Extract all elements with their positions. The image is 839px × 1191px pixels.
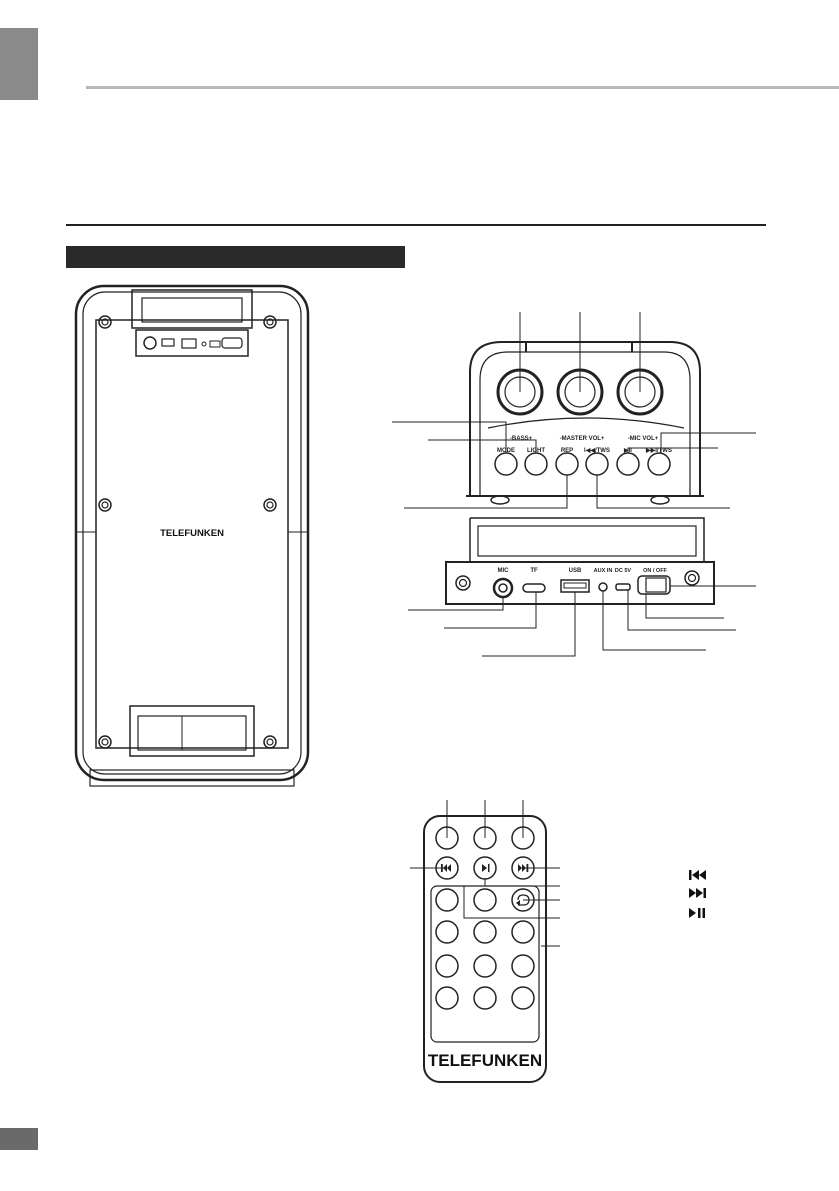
section-divider	[66, 224, 766, 226]
top-control-panel	[466, 341, 704, 505]
rear-panel-callouts	[408, 585, 756, 657]
section-heading-bar	[66, 246, 405, 268]
master-vol-label: -MASTER VOL+	[560, 436, 605, 442]
remote-callouts	[410, 800, 560, 947]
next-track-icon	[689, 888, 706, 898]
aux-in-label: AUX IN	[594, 568, 613, 574]
remote-control	[423, 815, 547, 1083]
power-switch-label: ON / OFF	[643, 568, 667, 574]
speaker-front-view	[74, 284, 310, 787]
tf-slot-label: TF	[530, 568, 538, 574]
dc-input-label: DC 5V	[615, 568, 632, 574]
speaker-brand-logo: TELEFUNKEN	[160, 528, 224, 539]
next-tws-label: ▶▶I/TWS	[645, 447, 672, 454]
rear-connector-panel	[445, 517, 715, 605]
remote-brand-logo: TELEFUNKEN	[428, 1051, 542, 1070]
prev-tws-label: I◀◀/TWS	[584, 447, 610, 454]
rep-label: REP	[561, 448, 573, 454]
mic-vol-label: -MIC VOL+	[628, 436, 659, 442]
mic-port-label: MIC	[498, 568, 510, 574]
header-rule	[86, 86, 839, 89]
bass-label: -BASS+	[510, 436, 533, 442]
previous-track-icon	[689, 870, 706, 880]
play-pause-icon	[689, 908, 705, 918]
page-tab-top	[0, 28, 38, 100]
top-panel-callouts	[392, 312, 756, 509]
page-number-tab	[0, 1128, 38, 1150]
usb-port-label: USB	[569, 568, 582, 574]
